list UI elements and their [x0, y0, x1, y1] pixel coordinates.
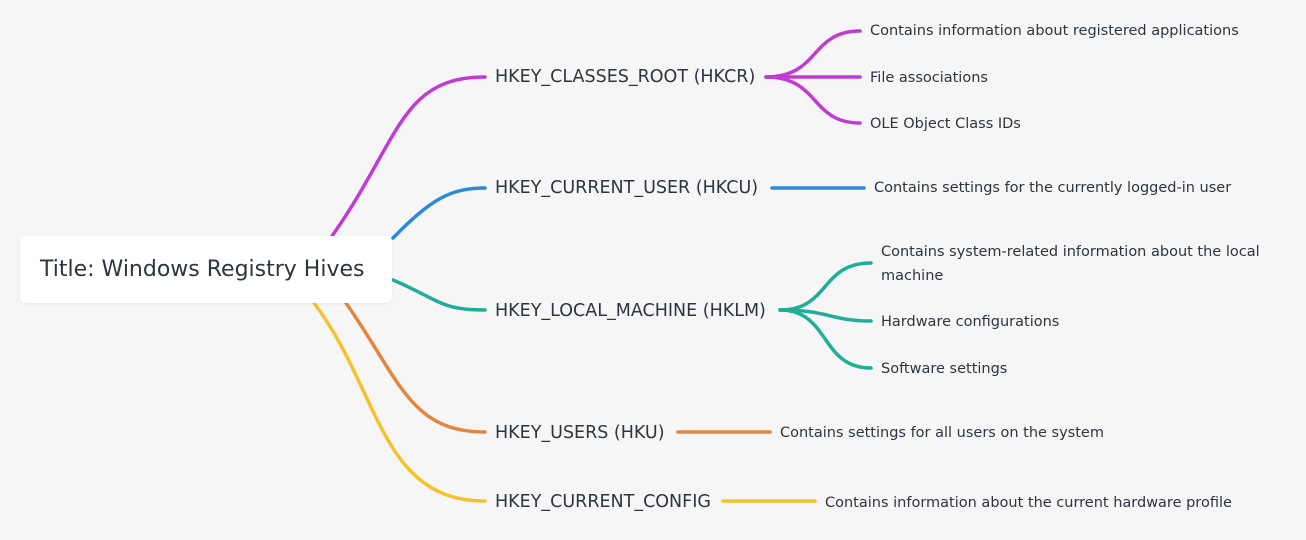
link-root-hklm [391, 278, 487, 312]
hkcr-child-1[interactable]: Contains information about registered ap… [870, 23, 1239, 39]
hkcu-child-1[interactable]: Contains settings for the currently logg… [874, 180, 1232, 196]
link-root-hkcr [330, 75, 487, 238]
link-root-hkcc [312, 301, 487, 503]
root-title-node[interactable]: Title: Windows Registry Hives [20, 236, 392, 303]
hklm-child-1[interactable]: Contains system-related information abou… [881, 244, 1260, 284]
hkcr-child-3[interactable]: OLE Object Class IDs [870, 116, 1021, 132]
link-hkcr-child-1 [764, 29, 862, 79]
link-hklm-child-1 [778, 261, 873, 312]
link-hkcr-child-3 [764, 75, 862, 125]
hive-node-hklm[interactable]: HKEY_LOCAL_MACHINE (HKLM) [495, 301, 766, 321]
hive-node-hkcc[interactable]: HKEY_CURRENT_CONFIG [495, 492, 711, 512]
root-title-text: Title: Windows Registry Hives [40, 257, 365, 282]
link-hklm-child-3 [778, 308, 873, 370]
hive-node-hkcu[interactable]: HKEY_CURRENT_USER (HKCU) [495, 178, 759, 198]
hklm-child-3[interactable]: Software settings [881, 361, 1008, 377]
hklm-child-2[interactable]: Hardware configurations [881, 314, 1060, 330]
hkcr-child-2[interactable]: File associations [870, 70, 988, 86]
hkcc-child-1[interactable]: Contains information about the current h… [825, 495, 1232, 511]
hku-child-1[interactable]: Contains settings for all users on the s… [780, 425, 1104, 441]
link-root-hkcu [391, 186, 487, 240]
hive-node-hku[interactable]: HKEY_USERS (HKU) [495, 423, 665, 443]
link-root-hku [344, 301, 487, 434]
hive-node-hkcr[interactable]: HKEY_CLASSES_ROOT (HKCR) [495, 67, 756, 87]
